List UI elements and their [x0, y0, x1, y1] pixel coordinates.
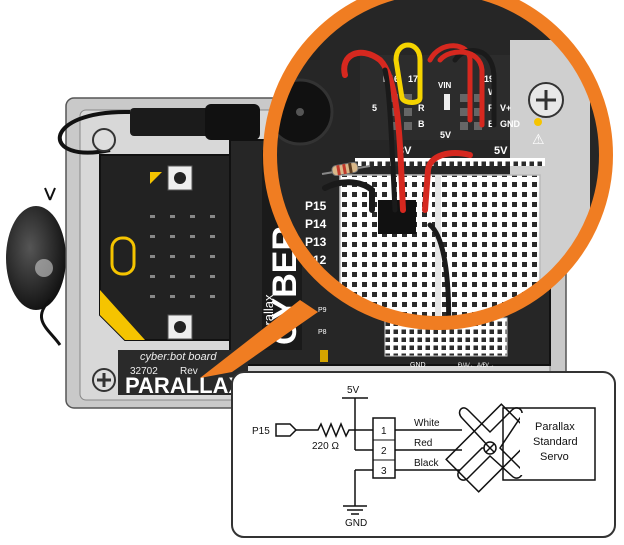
schematic-pin-p15: P15 — [252, 426, 270, 437]
zoom-pin-p14: P14 — [305, 217, 327, 231]
ground-symbol — [343, 505, 367, 515]
header-pin-2: 2 — [381, 446, 387, 457]
wire-red-5v — [422, 150, 473, 213]
five-v-left: 5V — [440, 130, 451, 140]
wire-label-red: Red — [414, 438, 432, 449]
servo-label-line2: Standard — [533, 436, 578, 448]
wire-label-white: White — [414, 418, 440, 429]
servo-box — [502, 407, 596, 481]
row-letter-l1: 5 — [372, 103, 377, 113]
schematic-panel: 5V P15 220 Ω GND 1 2 3 White Red Black — [231, 371, 616, 538]
wheel — [6, 206, 66, 310]
microbit-board — [99, 154, 256, 341]
header-pin-3: 3 — [381, 466, 387, 477]
screw — [92, 368, 116, 392]
wire-yellow-loop — [393, 42, 423, 105]
row-letter-l3: B — [418, 119, 425, 129]
wire-black-gnd — [427, 222, 452, 323]
servo-label-line3: Servo — [540, 451, 569, 463]
screw — [92, 128, 116, 152]
board-bottom-label: Ð/A/← A/Ð/→ — [458, 363, 495, 369]
schematic-resistor — [296, 422, 373, 438]
zoom-pin-p13: P13 — [305, 235, 327, 249]
power-5v: 5V — [494, 145, 508, 157]
wire-black-right — [452, 47, 497, 128]
wire-black-p15 — [322, 179, 375, 213]
wire-black-long — [382, 67, 398, 213]
v-plus-label: V+ — [500, 103, 511, 113]
schematic-pin-port — [275, 423, 298, 437]
board-part-number: 32702 — [130, 366, 158, 377]
warning-icon: ⚠ — [532, 131, 545, 147]
zoom-pin-p15: P15 — [305, 199, 327, 213]
schematic-5v: 5V — [347, 385, 360, 396]
schematic-gnd: GND — [345, 518, 367, 529]
header-pin-17: 17 — [408, 74, 418, 84]
board-gnd-label: GND — [410, 362, 426, 369]
zoom-ring — [263, 0, 613, 330]
parallax-brand: PARALLAX — [125, 373, 243, 398]
wire-red-long — [341, 49, 406, 213]
schematic-header — [372, 417, 396, 479]
led-matrix — [150, 215, 235, 298]
resistor — [321, 161, 371, 177]
header-pin-19: 19 — [484, 74, 494, 84]
board-name: cyber:bot board — [140, 351, 217, 363]
servo-horn-icon — [445, 403, 535, 493]
wire-label-black: Black — [414, 458, 439, 469]
header-pin-1: 1 — [381, 426, 387, 437]
pin-label-p9: P9 — [318, 307, 327, 314]
wire-red-right — [427, 43, 473, 123]
gnd-label: GND — [500, 119, 521, 129]
row-letter-l2: R — [418, 103, 425, 113]
servo-label-line1: Parallax — [535, 421, 575, 433]
board-revision: Rev — [180, 366, 198, 377]
header-pin-vin: VIN — [438, 81, 452, 90]
schematic-resistor-label: 220 Ω — [312, 441, 339, 452]
pin-label-p8: P8 — [318, 329, 327, 336]
